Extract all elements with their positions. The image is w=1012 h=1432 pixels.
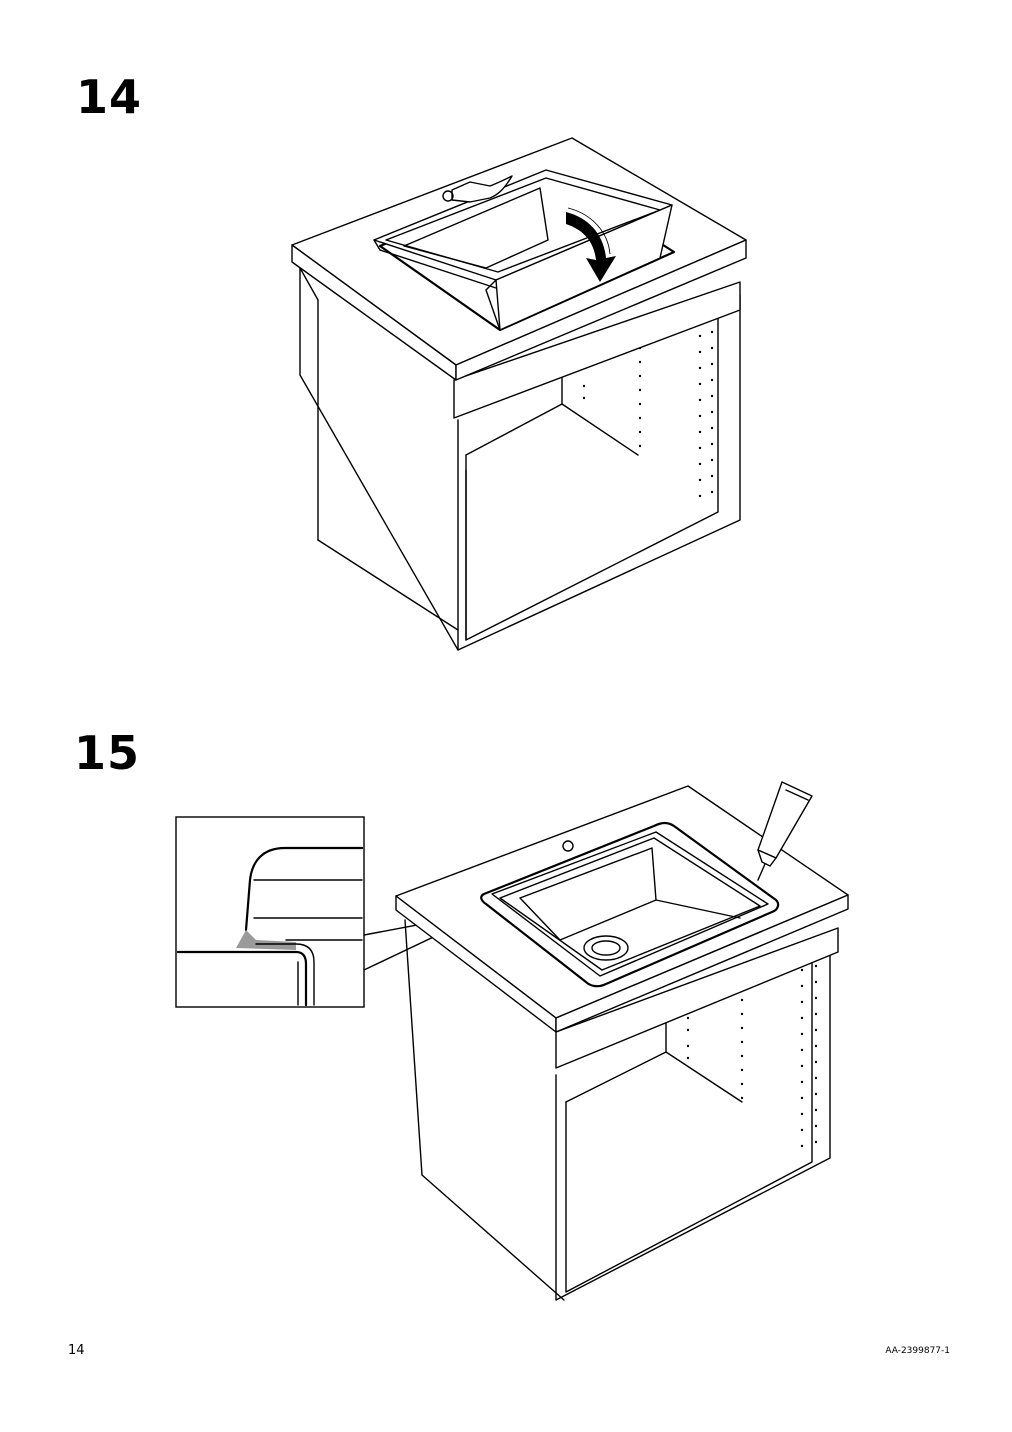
lower-arrow-icon (566, 207, 616, 282)
shelf-holes-15 (686, 964, 818, 1148)
step-14-illustration (291, 137, 747, 651)
step-14-number: 14 (76, 70, 143, 124)
installed-sink (480, 821, 780, 988)
tilt-arrow-icon (442, 175, 513, 203)
front-rail (453, 281, 741, 419)
detail-callout (175, 816, 487, 1008)
step-15-number: 15 (74, 726, 141, 780)
page-number: 14 (68, 1343, 85, 1358)
front-rail-15 (555, 927, 839, 1069)
document-code: AA-2399877-1 (885, 1346, 950, 1356)
cabinet-frame-15 (404, 919, 831, 1301)
countertop-15 (395, 785, 849, 1033)
sealant-tube-icon (757, 781, 813, 881)
sink-basin (373, 169, 673, 331)
